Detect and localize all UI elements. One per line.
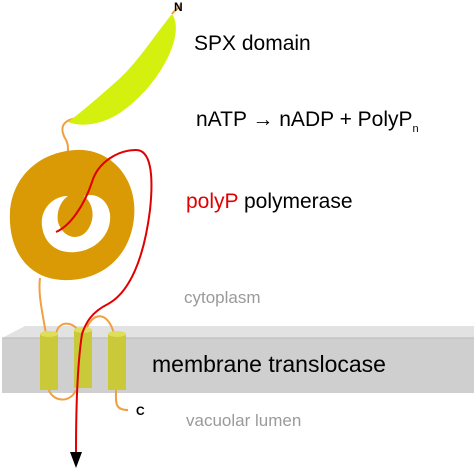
- reaction-subscript: n: [412, 123, 419, 135]
- n-terminal-tail: [171, 3, 182, 15]
- c-terminal-tail: [114, 387, 129, 411]
- polymerase-domain: [9, 149, 135, 281]
- membrane-label: membrane translocase: [152, 351, 386, 377]
- helix-loop-top-2: [85, 315, 115, 335]
- helix-1-cap: [40, 331, 58, 337]
- polyp-arrowhead: [70, 452, 82, 468]
- polymerase-label: polyP polymerase: [186, 190, 353, 214]
- helix-3: [108, 334, 126, 390]
- polymerase-text: polymerase: [238, 190, 353, 213]
- helix-1: [40, 334, 58, 390]
- helix-3-cap: [108, 331, 126, 337]
- spx-domain-label: SPX domain: [194, 32, 311, 55]
- ring-helix-linker: [38, 277, 47, 335]
- helix-loop-bottom: [47, 387, 77, 401]
- n-terminus-label: N: [174, 0, 183, 14]
- transmembrane-helices: [40, 327, 126, 390]
- helix-loop-top: [55, 322, 79, 335]
- c-terminus-label: C: [136, 404, 145, 418]
- reaction-equation: nATP → nADP + PolyPn: [196, 108, 419, 135]
- reaction-text: nATP → nADP + PolyP: [196, 108, 413, 131]
- polyp-highlight: polyP: [186, 190, 239, 213]
- membrane-top-face: [2, 326, 474, 338]
- cytoplasm-label: cytoplasm: [184, 288, 261, 307]
- spx-domain-shape: [68, 14, 176, 125]
- polyp-chain: [55, 148, 153, 453]
- vacuolar-lumen-label: vacuolar lumen: [186, 411, 302, 430]
